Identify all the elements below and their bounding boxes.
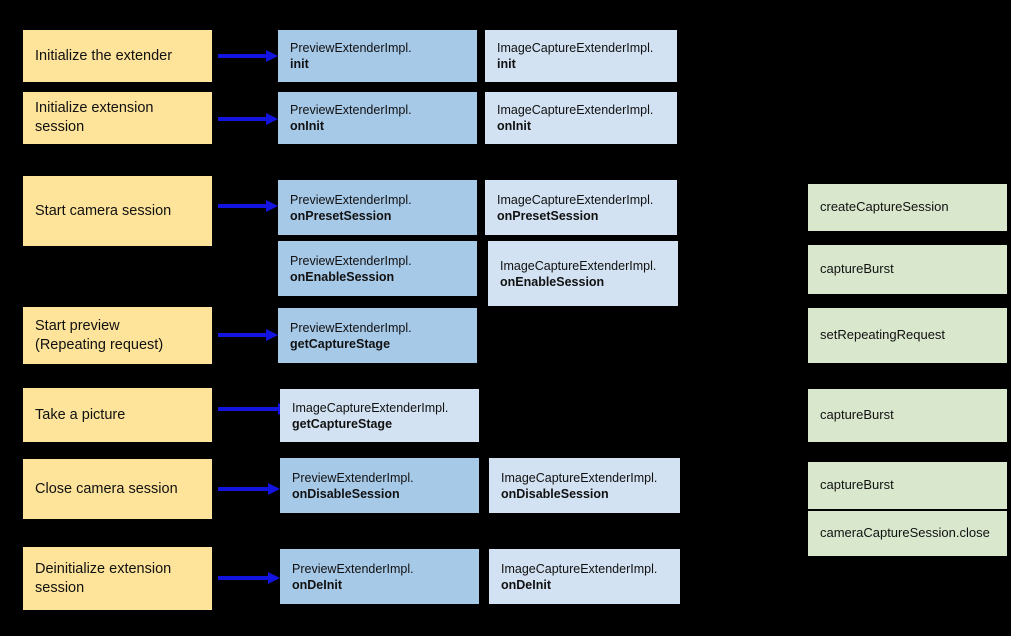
preview-call-box-ondisablesession: PreviewExtenderImpl. onDisableSession bbox=[280, 458, 479, 513]
preview-call-method: getCaptureStage bbox=[290, 336, 391, 351]
preview-call-box-getcapturestage: PreviewExtenderImpl. getCaptureStage bbox=[278, 308, 477, 363]
preview-call-class: PreviewExtenderImpl. bbox=[290, 253, 412, 268]
flow-arrow-deinit-session bbox=[218, 572, 280, 584]
imagecapture-call-method: onPresetSession bbox=[497, 208, 599, 223]
imagecapture-call-box-init: ImageCaptureExtenderImpl. init bbox=[485, 30, 677, 82]
imagecapture-call-class: ImageCaptureExtenderImpl. bbox=[497, 103, 654, 117]
stage-box-initialize-extension-session: Initialize extension session bbox=[23, 92, 212, 144]
preview-call-method: onDisableSession bbox=[292, 486, 400, 501]
imagecapture-call-box-onenablesession: ImageCaptureExtenderImpl. onEnableSessio… bbox=[488, 241, 678, 306]
preview-call-class: PreviewExtenderImpl. bbox=[292, 561, 414, 576]
preview-call-method: onInit bbox=[290, 119, 325, 133]
camera2-call-box-captureburst-1: captureBurst bbox=[808, 245, 1007, 294]
stage-label-line: Start camera session bbox=[35, 202, 172, 219]
stage-box-close-camera-session: Close camera session bbox=[23, 459, 212, 519]
imagecapture-call-class: ImageCaptureExtenderImpl. bbox=[497, 41, 654, 55]
preview-call-class: PreviewExtenderImpl. bbox=[290, 41, 412, 55]
flow-arrow-start-camera bbox=[218, 200, 278, 212]
stage-label-line: Close camera session bbox=[35, 480, 178, 497]
stage-box-take-a-picture: Take a picture bbox=[23, 388, 212, 442]
arrow-head bbox=[268, 483, 280, 495]
camera2-call-box-cameracapturesession-close: cameraCaptureSession.close bbox=[808, 511, 1007, 556]
camera2-call-label: captureBurst bbox=[820, 477, 894, 493]
imagecapture-call-box-ondeinit: ImageCaptureExtenderImpl. onDeInit bbox=[489, 549, 680, 604]
imagecapture-call-class: ImageCaptureExtenderImpl. bbox=[500, 258, 657, 273]
imagecapture-call-method: init bbox=[497, 57, 516, 71]
stage-box-initialize-the-extender: Initialize the extender bbox=[23, 30, 212, 82]
camera2-call-label: cameraCaptureSession.close bbox=[820, 525, 990, 541]
flow-arrow-init-extender bbox=[218, 50, 278, 62]
arrow-shaft bbox=[218, 117, 266, 121]
stage-box-start-preview: Start preview (Repeating request) bbox=[23, 307, 212, 364]
preview-call-box-onenablesession: PreviewExtenderImpl. onEnableSession bbox=[278, 241, 477, 296]
stage-label-line: (Repeating request) bbox=[35, 336, 164, 353]
camera2-call-label: setRepeatingRequest bbox=[820, 327, 946, 343]
camera2-call-box-setrepeatingrequest: setRepeatingRequest bbox=[808, 308, 1007, 363]
arrow-head bbox=[268, 572, 280, 584]
imagecapture-call-box-ondisablesession: ImageCaptureExtenderImpl. onDisableSessi… bbox=[489, 458, 680, 513]
arrow-shaft bbox=[218, 204, 266, 208]
preview-call-method: onEnableSession bbox=[290, 269, 395, 284]
preview-call-method: onPresetSession bbox=[290, 208, 392, 223]
preview-call-class: PreviewExtenderImpl. bbox=[292, 470, 414, 485]
camera2-call-label: captureBurst bbox=[820, 407, 894, 423]
preview-call-class: PreviewExtenderImpl. bbox=[290, 103, 412, 117]
imagecapture-call-method: onEnableSession bbox=[500, 274, 605, 289]
arrow-shaft bbox=[218, 333, 266, 337]
flow-arrow-close-camera bbox=[218, 483, 280, 495]
imagecapture-call-class: ImageCaptureExtenderImpl. bbox=[292, 400, 449, 415]
imagecapture-call-box-onpresetsession: ImageCaptureExtenderImpl. onPresetSessio… bbox=[485, 180, 677, 235]
imagecapture-call-box-oninit: ImageCaptureExtenderImpl. onInit bbox=[485, 92, 677, 144]
arrow-head bbox=[266, 50, 278, 62]
camera2-call-box-captureburst-2: captureBurst bbox=[808, 389, 1007, 442]
camera2-call-label: captureBurst bbox=[820, 261, 894, 277]
preview-call-class: PreviewExtenderImpl. bbox=[290, 192, 412, 207]
camera2-call-box-createcapturesession: createCaptureSession bbox=[808, 184, 1007, 231]
arrow-head bbox=[266, 113, 278, 125]
stage-box-start-camera-session: Start camera session bbox=[23, 176, 212, 246]
flow-arrow-start-preview bbox=[218, 329, 278, 341]
stage-label-line: Start preview bbox=[35, 317, 120, 334]
arrow-head bbox=[266, 329, 278, 341]
arrow-shaft bbox=[218, 487, 268, 491]
preview-call-class: PreviewExtenderImpl. bbox=[290, 320, 412, 335]
imagecapture-call-method: onInit bbox=[497, 119, 532, 133]
stage-label-line: session bbox=[35, 119, 85, 135]
camera2-call-label: createCaptureSession bbox=[820, 199, 949, 215]
preview-call-box-ondeinit: PreviewExtenderImpl. onDeInit bbox=[280, 549, 479, 604]
imagecapture-call-method: getCaptureStage bbox=[292, 416, 393, 431]
imagecapture-call-method: onDisableSession bbox=[501, 486, 609, 501]
stage-label-line: Deinitialize extension bbox=[35, 560, 172, 577]
arrow-shaft bbox=[218, 576, 268, 580]
stage-label-line: Initialize the extender bbox=[35, 47, 173, 64]
stage-label-line: Take a picture bbox=[35, 406, 126, 423]
preview-call-box-onpresetsession: PreviewExtenderImpl. onPresetSession bbox=[278, 180, 477, 235]
stage-label-line: session bbox=[35, 579, 85, 596]
camera2-call-box-captureburst-3: captureBurst bbox=[808, 462, 1007, 509]
flow-arrow-init-session bbox=[218, 113, 278, 125]
stage-label-line: Initialize extension bbox=[35, 100, 154, 117]
preview-call-method: init bbox=[290, 57, 309, 71]
preview-call-method: onDeInit bbox=[292, 577, 342, 592]
preview-call-box-oninit: PreviewExtenderImpl. onInit bbox=[278, 92, 477, 144]
stage-box-deinitialize-extension-session: Deinitialize extension session bbox=[23, 547, 212, 610]
imagecapture-call-method: onDeInit bbox=[501, 577, 551, 592]
arrow-shaft bbox=[218, 407, 278, 411]
arrow-head bbox=[266, 200, 278, 212]
imagecapture-call-class: ImageCaptureExtenderImpl. bbox=[497, 192, 654, 207]
imagecapture-call-class: ImageCaptureExtenderImpl. bbox=[501, 470, 658, 485]
imagecapture-call-box-getcapturestage: ImageCaptureExtenderImpl. getCaptureStag… bbox=[280, 389, 479, 442]
imagecapture-call-class: ImageCaptureExtenderImpl. bbox=[501, 561, 658, 576]
preview-call-box-init: PreviewExtenderImpl. init bbox=[278, 30, 477, 82]
arrow-shaft bbox=[218, 54, 266, 58]
